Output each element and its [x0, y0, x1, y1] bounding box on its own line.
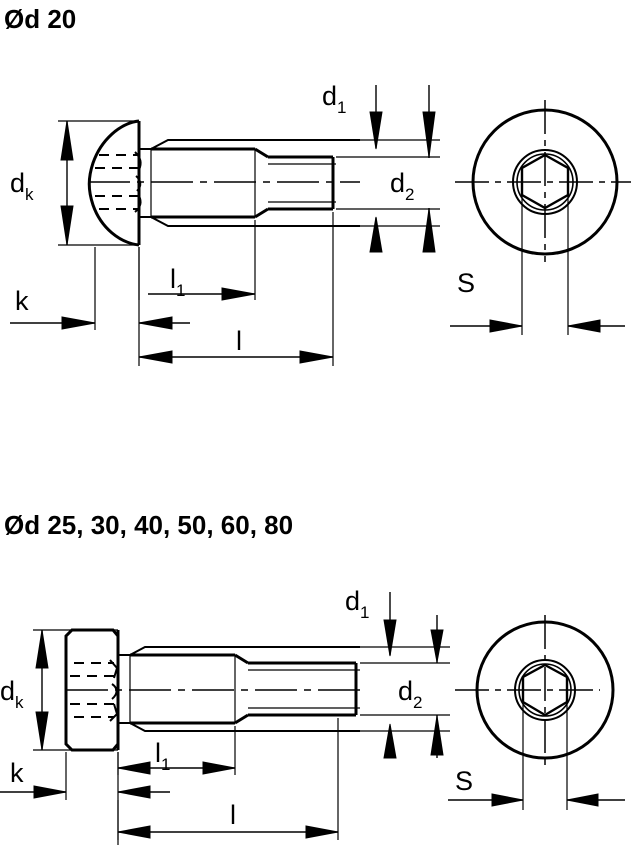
arrowhead-k-right-bottom — [117, 785, 151, 799]
label-s-top: S — [457, 268, 475, 298]
dim-head-diameter-bottom — [33, 629, 118, 751]
figure-top-end-view — [455, 100, 631, 262]
arrowhead-d2-up-bottom — [430, 715, 444, 756]
arrowhead-s-left-bottom — [491, 793, 524, 807]
figure-bottom-title: Ød 25, 30, 40, 50, 60, 80 — [4, 510, 293, 540]
neck-taper-upper — [139, 139, 360, 150]
dim-head-height-top — [10, 247, 190, 336]
arrowhead-k-right — [138, 316, 173, 330]
label-k-bottom: k — [10, 758, 24, 788]
arrowhead-l1-left-bottom — [117, 761, 151, 775]
hidden-hex-socket — [95, 154, 138, 210]
thread-runout-lower — [254, 207, 269, 219]
dim-thread-diameter-bottom — [430, 615, 444, 758]
figure-bottom-side-view — [64, 628, 360, 752]
arrowhead-d1-up — [369, 216, 383, 253]
socket-bottom-arc-bottom — [109, 659, 119, 722]
arrowhead-dk-down — [60, 205, 74, 246]
arrowhead-l1-right — [221, 287, 256, 301]
thread-runout-upper-bottom — [234, 653, 249, 665]
figure-top-title: Ød 20 — [4, 4, 76, 34]
label-l-bottom: l — [230, 800, 236, 830]
dim-thread-length-bottom — [117, 726, 236, 775]
label-l1-top: l1 — [170, 264, 185, 300]
label-s-bottom: S — [455, 766, 473, 796]
arrowhead-l-right — [299, 350, 334, 364]
arrowhead-s-right-bottom — [566, 793, 599, 807]
arrowhead-d2-up — [422, 208, 436, 253]
socket-bottom-arc — [134, 151, 142, 213]
arrowhead-d2-down-bottom — [430, 629, 444, 663]
dim-thread-length-top — [138, 220, 256, 301]
arrowhead-d1-up-bottom — [383, 723, 397, 759]
arrowhead-l-left-bottom — [117, 825, 151, 839]
arrowhead-l-left — [138, 350, 173, 364]
hex-socket-bottom — [521, 663, 569, 717]
label-d1-top: d1 — [322, 81, 347, 117]
label-l-top: l — [236, 326, 242, 356]
label-l1-bottom: l1 — [155, 738, 170, 774]
label-d2-top: d2 — [390, 168, 415, 204]
arrowhead-l1-right-bottom — [202, 761, 236, 775]
dim-total-length-top — [138, 212, 334, 366]
figure-top-side-view — [87, 119, 360, 247]
dim-total-length-bottom — [117, 718, 339, 840]
dim-shank-diameter-top — [369, 85, 383, 253]
dim-socket-width-bottom — [448, 700, 625, 810]
arrowhead-dk-up — [60, 120, 74, 161]
arrowhead-dk-down-bottom — [35, 711, 49, 751]
arrowhead-l-right-bottom — [305, 825, 339, 839]
label-dk-bottom: dk — [0, 676, 24, 712]
dim-thread-diameter-top — [336, 85, 440, 253]
label-k-top: k — [15, 286, 29, 316]
label-d1-bottom: d1 — [345, 586, 370, 622]
thread-runout-lower-bottom — [234, 713, 249, 725]
arrowhead-k-left-bottom — [33, 785, 67, 799]
arrowhead-d1-down-bottom — [383, 619, 397, 657]
arrowhead-s-left — [489, 319, 523, 333]
head-dome-profile — [87, 119, 140, 247]
arrowhead-k-left — [61, 316, 96, 330]
figure-bottom-end-view — [455, 615, 615, 765]
arrowhead-dk-up-bottom — [35, 629, 49, 669]
neck-taper-upper-bottom — [118, 646, 360, 656]
thread-runout-upper — [254, 147, 269, 159]
arrowhead-s-right — [567, 319, 601, 333]
label-d2-bottom: d2 — [398, 676, 423, 712]
arrowhead-d2-down — [422, 111, 436, 158]
arrowhead-d1-down — [369, 111, 383, 150]
neck-taper-lower-bottom — [118, 722, 360, 732]
dim-socket-width-top — [450, 190, 625, 335]
neck-taper-lower — [139, 216, 360, 227]
dim-head-height-bottom — [0, 752, 170, 845]
label-dk-top: dk — [10, 168, 34, 204]
dim-head-diameter-top — [58, 120, 139, 246]
hidden-hex-socket-bottom — [70, 662, 114, 718]
